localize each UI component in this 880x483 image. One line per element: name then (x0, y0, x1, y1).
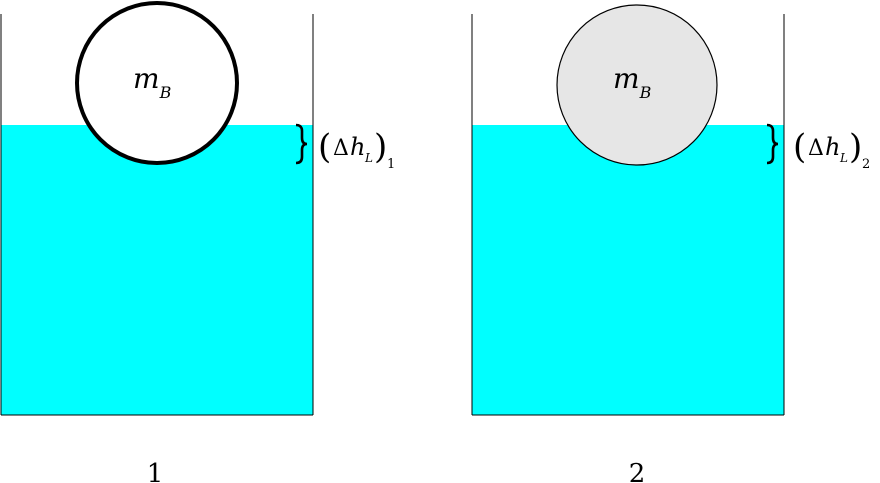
delta-h-symbol-1: h (350, 133, 365, 161)
delta-h-close-paren-2: ) (849, 127, 862, 167)
delta-h-open-paren-1: ( (318, 127, 331, 167)
ball-1-circle (75, 1, 239, 165)
liquid-2 (472, 125, 784, 415)
delta-h-close-paren-1: ) (374, 127, 387, 167)
ball-1-subscript: B (159, 83, 172, 102)
ball-2-circle (556, 4, 718, 166)
liquid-1 (1, 125, 313, 415)
brace-1 (295, 123, 308, 165)
delta-h-open-paren-2: ( (793, 127, 806, 167)
delta-h-subscript-inner-1: L (364, 151, 373, 165)
ball-2-subscript: B (639, 83, 652, 102)
delta-h-subscript-outer-1: 1 (387, 157, 395, 172)
ball-1: mB (75, 1, 239, 165)
delta-h-delta-1: Δ (333, 136, 349, 161)
ball-2: mB (556, 4, 718, 166)
delta-h-symbol-2: h (825, 133, 840, 161)
delta-h-subscript-outer-2: 2 (862, 157, 870, 172)
brace-2 (766, 123, 779, 165)
panel-caption-1: 1 (147, 459, 164, 483)
delta-h-delta-2: Δ (808, 136, 824, 161)
ball-1-label: mB (133, 62, 172, 102)
delta-h-label-1: ( Δ h L ) 1 (295, 123, 395, 172)
panel-caption-2: 2 (629, 459, 646, 483)
delta-h-label-2: ( Δ h L ) 2 (766, 123, 870, 172)
delta-h-subscript-inner-2: L (839, 151, 848, 165)
ball-2-label: mB (613, 62, 652, 102)
container-2 (471, 14, 785, 416)
container-1 (0, 14, 314, 416)
